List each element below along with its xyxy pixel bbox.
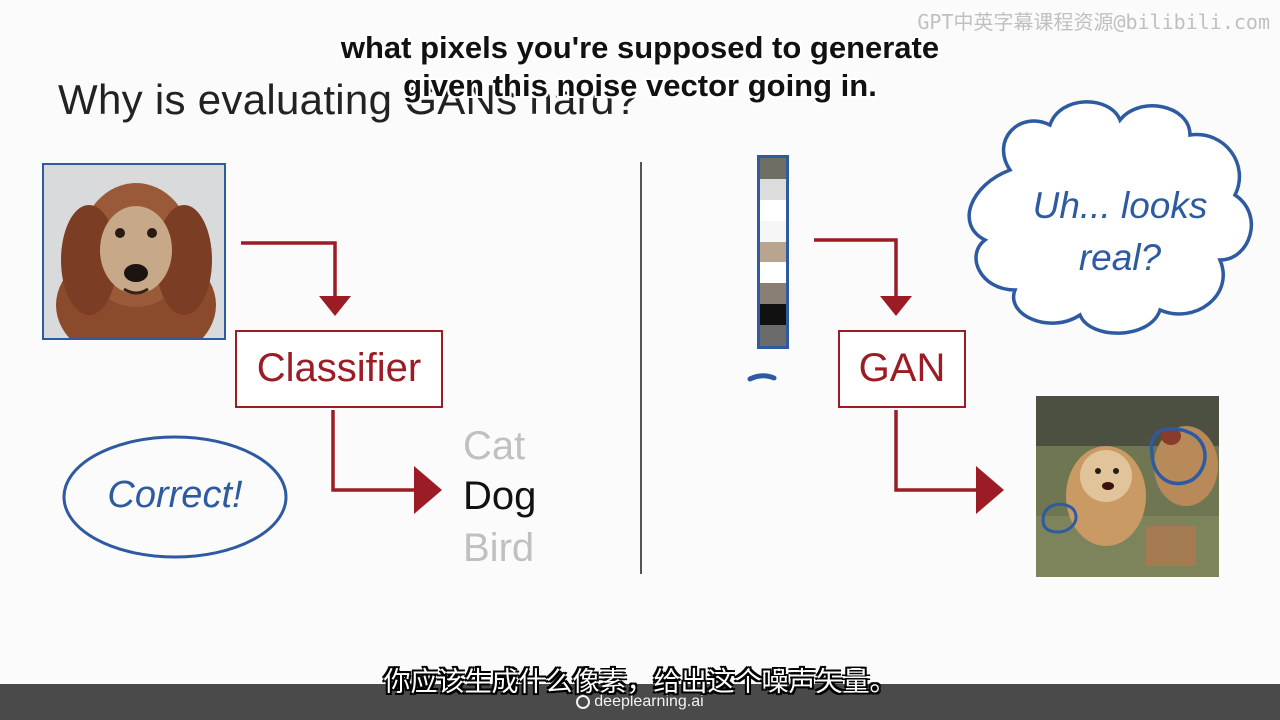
arrow-head-right-left	[414, 466, 442, 514]
thought-cloud	[967, 100, 1254, 335]
noise-vector-cell	[760, 283, 786, 305]
verdict-text: Correct!	[107, 474, 243, 516]
classifier-box: Classifier	[235, 330, 443, 408]
arrow-noise-to-gan	[814, 238, 898, 300]
class-label-bird: Bird	[463, 526, 535, 570]
noise-vector-cell	[760, 325, 786, 346]
class-label-dog: Dog	[463, 474, 537, 518]
thought-text-line1: Uh... looks	[1033, 185, 1208, 226]
dog-photo-illustration	[44, 165, 224, 338]
noise-vector-cell	[760, 178, 786, 200]
arrow-gan-to-image	[894, 410, 980, 492]
noise-vector-cell	[760, 304, 786, 325]
arrow-head-right-right	[976, 466, 1004, 514]
real-dog-photo	[42, 163, 226, 340]
subtitle-chinese: 你应该生成什么像素，给出这个噪声矢量。	[383, 667, 897, 698]
artifact-circle-large	[1149, 426, 1207, 486]
slide-title: Why is evaluating GANs hard?	[58, 76, 639, 123]
generated-dogs-photo	[1036, 396, 1219, 577]
arrow-classifier-to-labels	[331, 410, 418, 492]
deeplearning-logo-icon	[576, 695, 591, 709]
noise-vector-cell	[760, 199, 786, 221]
generated-photo-illustration	[1036, 396, 1219, 577]
noise-vector-cell	[760, 158, 786, 179]
thought-text-line2: real?	[1079, 237, 1162, 278]
noise-vector-cell	[760, 262, 786, 284]
arrow-image-to-classifier	[241, 241, 337, 300]
footer-brand-text: deeplearning.ai	[594, 693, 704, 710]
watermark: GPT中英字幕课程资源@bilibili.com	[917, 10, 1270, 34]
noise-vector-cell	[760, 241, 786, 263]
correct-ellipse	[62, 435, 288, 559]
footer-brand: deeplearning.ai	[0, 693, 1280, 711]
arrow-head-down-left	[319, 296, 351, 316]
panel-divider	[640, 162, 642, 574]
subtitle-english-line2: given this noise vector going in.	[403, 68, 877, 103]
gan-box: GAN	[838, 330, 966, 408]
footer-bar	[0, 684, 1280, 720]
blue-pen-mark	[747, 373, 777, 382]
subtitle-english-line1: what pixels you're supposed to generate	[340, 30, 940, 65]
artifact-circle-small	[1041, 502, 1078, 534]
arrow-head-down-right	[880, 296, 912, 316]
noise-vector-cell	[760, 220, 786, 242]
noise-vector	[757, 155, 789, 349]
class-label-cat: Cat	[463, 424, 526, 468]
